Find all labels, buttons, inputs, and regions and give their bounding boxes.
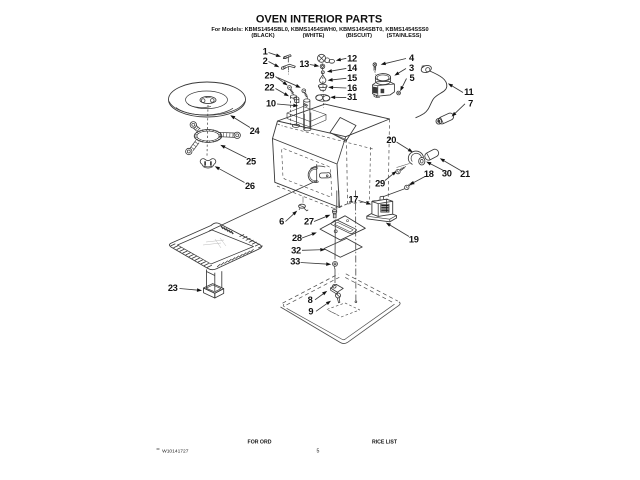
svg-text:2: 2 [263,56,268,66]
svg-text:14: 14 [347,63,358,73]
svg-text:10: 10 [266,99,276,109]
svg-text:29: 29 [265,70,275,80]
svg-text:17: 17 [348,194,358,204]
svg-text:For Models: KBMS1454SBL0, KBMS: For Models: KBMS1454SBL0, KBMS1454SWH0, … [211,27,428,33]
svg-text:21: 21 [460,169,470,179]
svg-text:15: 15 [347,73,357,83]
svg-text:5: 5 [409,73,414,83]
svg-text:(BLACK): (BLACK) [251,33,274,39]
svg-text:19: 19 [409,235,419,245]
svg-text:26: 26 [245,181,255,191]
svg-text:22: 22 [265,82,275,92]
svg-text:9: 9 [308,306,313,316]
svg-text:W10141727: W10141727 [162,448,189,454]
svg-text:(BISCUIT): (BISCUIT) [346,33,372,39]
svg-text:20: 20 [386,135,396,145]
svg-text:1: 1 [263,46,268,56]
svg-text:FOR ORD: FOR ORD [248,440,272,446]
svg-text:4: 4 [409,53,415,63]
svg-text:25: 25 [246,156,256,166]
svg-text:32: 32 [291,246,301,256]
svg-text:16: 16 [347,83,357,93]
svg-text:(STAINLESS): (STAINLESS) [387,33,422,39]
svg-text:(WHITE): (WHITE) [303,33,325,39]
svg-text:11: 11 [464,87,473,97]
svg-text:5: 5 [317,448,320,454]
svg-text:8: 8 [308,295,313,305]
svg-text:13: 13 [299,59,309,69]
svg-text:28: 28 [292,233,302,243]
svg-text:OVEN INTERIOR PARTS: OVEN INTERIOR PARTS [256,14,382,26]
svg-text:24: 24 [250,126,261,136]
svg-text:23: 23 [168,283,178,293]
svg-text:3: 3 [409,63,414,73]
svg-text:RICE LIST: RICE LIST [372,440,398,446]
svg-text:29: 29 [375,178,385,188]
svg-text:7: 7 [468,98,473,108]
svg-text:33: 33 [290,257,300,267]
svg-text:27: 27 [304,217,314,227]
svg-text:31: 31 [347,92,357,102]
svg-text:6: 6 [279,217,284,227]
svg-text:30: 30 [442,168,452,178]
svg-text:18: 18 [424,169,434,179]
svg-text:12: 12 [347,53,357,63]
